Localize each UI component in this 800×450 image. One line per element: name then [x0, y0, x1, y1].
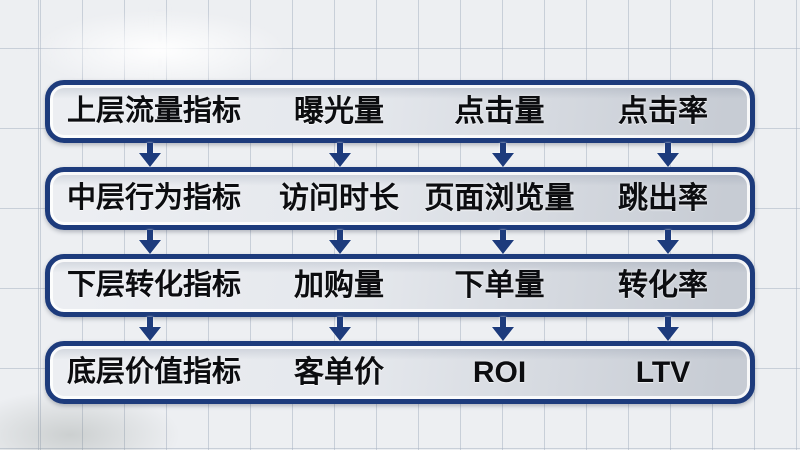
metric: 转化率: [618, 268, 708, 302]
metric: 曝光量: [294, 94, 384, 128]
metric: 下单量: [454, 268, 545, 302]
metric: 页面浏览量: [424, 181, 575, 215]
metric: LTV: [635, 355, 691, 389]
down-arrow-icon: [328, 317, 352, 341]
tier-label: 上层流量指标: [67, 95, 242, 127]
down-arrow-icon: [138, 230, 162, 254]
down-arrow-icon: [656, 230, 680, 254]
down-arrow-icon: [328, 230, 352, 254]
tier-row-conversion: 下层转化指标 加购量 下单量 转化率: [45, 254, 755, 317]
metric: 加购量: [294, 268, 384, 302]
tier-label: 中层行为指标: [67, 182, 242, 214]
down-arrow-icon: [328, 143, 352, 167]
down-arrow-icon: [138, 143, 162, 167]
metric: 点击量: [454, 94, 545, 128]
down-arrow-icon: [138, 317, 162, 341]
metric: ROI: [472, 355, 527, 389]
down-arrow-icon: [656, 143, 680, 167]
tier-row-traffic: 上层流量指标 曝光量 点击量 点击率: [45, 80, 755, 143]
down-arrow-icon: [491, 317, 515, 341]
metric: 点击率: [618, 94, 708, 128]
arrow-row: [45, 317, 755, 341]
down-arrow-icon: [491, 230, 515, 254]
tier-row-value: 底层价值指标 客单价 ROI LTV: [45, 341, 755, 404]
paper-highlight: [30, 10, 290, 90]
tier-label: 底层价值指标: [67, 356, 242, 388]
metric: 跳出率: [618, 181, 708, 215]
tier-label: 下层转化指标: [67, 269, 242, 301]
tier-row-behavior: 中层行为指标 访问时长 页面浏览量 跳出率: [45, 167, 755, 230]
down-arrow-icon: [656, 317, 680, 341]
arrow-row: [45, 230, 755, 254]
arrow-row: [45, 143, 755, 167]
metric: 客单价: [294, 355, 384, 389]
metrics-tier-diagram: 上层流量指标 曝光量 点击量 点击率 中层行为指标 访问时长 页面浏览量 跳出率…: [45, 80, 755, 404]
metric: 访问时长: [279, 181, 399, 215]
down-arrow-icon: [491, 143, 515, 167]
